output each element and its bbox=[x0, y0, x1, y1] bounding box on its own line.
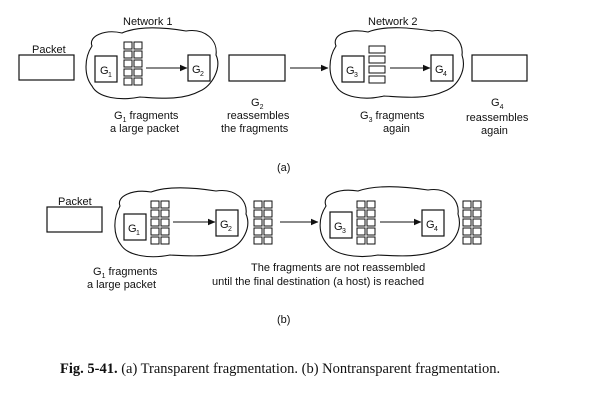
router-g4-b bbox=[421, 209, 445, 237]
router-g3-b-letter: G bbox=[334, 221, 343, 233]
router-g2-b bbox=[215, 209, 239, 237]
desc-g1-a: G1 fragments a large packet bbox=[110, 110, 179, 135]
desc-g1-b-line2: a large packet bbox=[87, 279, 156, 291]
desc-g1-b-rest: fragments bbox=[105, 266, 157, 278]
router-g1-a-letter: G bbox=[100, 65, 109, 77]
router-g1-b-letter: G bbox=[128, 223, 137, 235]
desc-g4-a-line2: reassembles bbox=[466, 112, 529, 124]
reassembled-packet-a bbox=[228, 54, 286, 82]
router-g3-b-sub: 3 bbox=[342, 228, 346, 235]
fragments-stack-g1-b bbox=[150, 200, 170, 245]
network-1-cloud-b bbox=[114, 187, 249, 258]
network-2-label: Network 2 bbox=[368, 16, 418, 28]
router-g2-b-letter: G bbox=[220, 219, 229, 231]
svg-text:G3 fragments: G3 fragments bbox=[360, 110, 425, 124]
router-g1-b bbox=[123, 213, 147, 241]
desc-g2-a: G2 reassembles the fragments bbox=[221, 97, 290, 135]
desc-g2-a-line3: the fragments bbox=[221, 123, 289, 135]
router-g4-b-sub: 4 bbox=[434, 226, 438, 233]
desc-g4-a-prefix: G bbox=[491, 97, 500, 109]
svg-text:G2: G2 bbox=[251, 97, 264, 111]
original-packet-b bbox=[46, 206, 103, 233]
original-packet-a bbox=[18, 54, 75, 81]
part-a-sublabel: (a) bbox=[277, 162, 290, 174]
router-g2-a-sub: 2 bbox=[200, 71, 204, 78]
note-b-line1: The fragments are not reassembled bbox=[251, 262, 425, 274]
fragments-stack-g3-a bbox=[368, 45, 386, 84]
network-1-label: Network 1 bbox=[123, 16, 173, 28]
desc-g3-a-line2: again bbox=[383, 123, 410, 135]
desc-g2-a-sub: 2 bbox=[260, 104, 264, 111]
fragments-between-networks-b bbox=[253, 200, 273, 245]
desc-g3-a-rest: fragments bbox=[372, 110, 424, 122]
router-g3-b bbox=[329, 211, 353, 239]
router-g1-a bbox=[94, 55, 118, 83]
svg-text:G1 fragments: G1 fragments bbox=[114, 110, 179, 124]
desc-g3-a: G3 fragments again bbox=[360, 110, 425, 135]
router-g4-a-sub: 4 bbox=[443, 71, 447, 78]
desc-g2-a-line2: reassembles bbox=[227, 110, 290, 122]
desc-g1-a-sub: 1 bbox=[123, 117, 127, 124]
router-g1-a-sub: 1 bbox=[108, 72, 112, 79]
part-a-transparent-fragmentation: Network 1 Network 2 Packet G 1 G 2 bbox=[18, 16, 529, 174]
router-g4-a-letter: G bbox=[435, 64, 444, 76]
packet-label-a: Packet bbox=[32, 44, 66, 56]
note-b-line2: until the final destination (a host) is … bbox=[212, 276, 424, 288]
part-b-sublabel: (b) bbox=[277, 314, 290, 326]
router-g2-b-sub: 2 bbox=[228, 226, 232, 233]
router-g4-b-letter: G bbox=[426, 219, 435, 231]
desc-g3-a-sub: 3 bbox=[369, 117, 373, 124]
svg-text:G1 fragments: G1 fragments bbox=[93, 266, 158, 280]
network-1-cloud bbox=[85, 27, 219, 100]
desc-g3-a-prefix: G bbox=[360, 110, 369, 122]
packet-label-b: Packet bbox=[58, 196, 92, 208]
router-g3-a-letter: G bbox=[346, 65, 355, 77]
router-g3-a-sub: 3 bbox=[354, 72, 358, 79]
router-g2-a bbox=[187, 54, 211, 82]
figure-caption-text: (a) Transparent fragmentation. (b) Nontr… bbox=[118, 361, 501, 377]
desc-g1-b: G1 fragments a large packet bbox=[87, 266, 158, 291]
router-g1-b-sub: 1 bbox=[136, 230, 140, 237]
part-b-nontransparent-fragmentation: Packet G 1 G 2 bbox=[46, 186, 482, 326]
desc-g1-b-prefix: G bbox=[93, 266, 102, 278]
desc-g4-a-sub: 4 bbox=[500, 104, 504, 111]
desc-g4-a: G4 reassembles again bbox=[466, 97, 529, 137]
router-g3-a bbox=[341, 55, 365, 83]
fragments-stack-g3-b bbox=[356, 200, 376, 245]
desc-g4-a-line3: again bbox=[481, 125, 508, 137]
network-2-cloud bbox=[329, 27, 464, 99]
reassembled-packet-final-a bbox=[471, 54, 528, 82]
figure-number: Fig. 5-41. bbox=[60, 361, 118, 377]
router-g4-a bbox=[430, 54, 454, 82]
desc-g2-a-prefix: G bbox=[251, 97, 260, 109]
desc-g1-a-prefix: G bbox=[114, 110, 123, 122]
network-2-cloud-b bbox=[319, 186, 460, 258]
fragments-stack-g1-a bbox=[123, 41, 143, 86]
svg-text:G4: G4 bbox=[491, 97, 504, 111]
router-g2-a-letter: G bbox=[192, 64, 201, 76]
fragments-at-destination-b bbox=[462, 200, 482, 245]
desc-g1-b-sub: 1 bbox=[102, 273, 106, 280]
figure-caption: Fig. 5-41. (a) Transparent fragmentation… bbox=[60, 361, 500, 377]
desc-g1-a-rest: fragments bbox=[126, 110, 178, 122]
desc-g1-a-line2: a large packet bbox=[110, 123, 179, 135]
